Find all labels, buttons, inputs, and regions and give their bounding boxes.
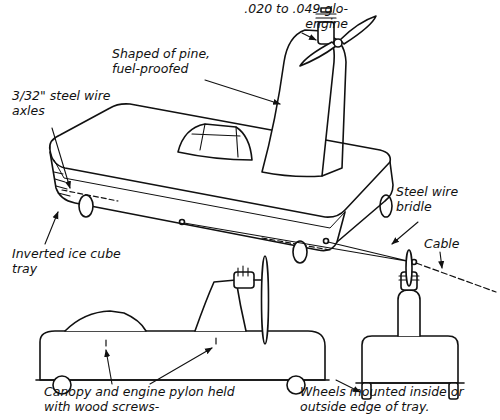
callout-label: 3/32" steel wire axles: [12, 88, 112, 118]
glo-engine: [234, 272, 254, 288]
callout-label: Cable: [424, 236, 484, 251]
engine-pylon: [322, 38, 346, 176]
leader-line: [45, 212, 58, 244]
side-view: [36, 256, 329, 394]
prop-shaft: [254, 279, 262, 281]
leader-line: [150, 348, 212, 384]
leader-line: [205, 80, 280, 104]
wheel: [380, 195, 392, 217]
canopy: [178, 124, 252, 160]
leader-lines: [45, 33, 442, 392]
callout-label: Steel wire bridle: [396, 184, 476, 214]
tray-deck: [50, 104, 391, 217]
canopy: [65, 311, 146, 331]
callout-label: Canopy and engine pylon held with wood s…: [44, 384, 244, 414]
cylinder-fins: [238, 266, 248, 276]
callout-label: Wheels mounted inside or outside edge of…: [300, 384, 496, 414]
leader-line: [106, 350, 112, 384]
wheel: [79, 195, 93, 217]
propeller: [406, 250, 412, 286]
tray-rim: [36, 379, 329, 381]
leader-line: [440, 252, 442, 268]
tray-rim: [356, 382, 464, 384]
propeller: [300, 42, 336, 66]
engine-pylon: [398, 290, 420, 336]
wood-screw: [106, 338, 216, 346]
tray-side: [40, 331, 325, 380]
leader-line: [392, 222, 418, 244]
spinner: [334, 39, 342, 47]
leader-line: [52, 128, 70, 188]
bridle-wire: [184, 223, 412, 262]
tray-end: [362, 336, 458, 383]
canopy-window: [192, 124, 240, 157]
callout-label: .020 to .049 glo-engine: [228, 1, 348, 31]
callout-label: Shaped of pine, fuel-proofed: [112, 46, 230, 76]
callout-label: Inverted ice cube tray: [12, 246, 122, 276]
cable-line: [416, 263, 496, 292]
tray-end: [337, 162, 393, 242]
front-view: [356, 250, 464, 399]
leader-line: [302, 33, 316, 40]
wheel: [293, 241, 307, 263]
bridle-eye: [324, 239, 329, 244]
bridle-eye: [180, 220, 185, 225]
propeller: [262, 256, 269, 344]
tray-ribs: [54, 172, 70, 196]
